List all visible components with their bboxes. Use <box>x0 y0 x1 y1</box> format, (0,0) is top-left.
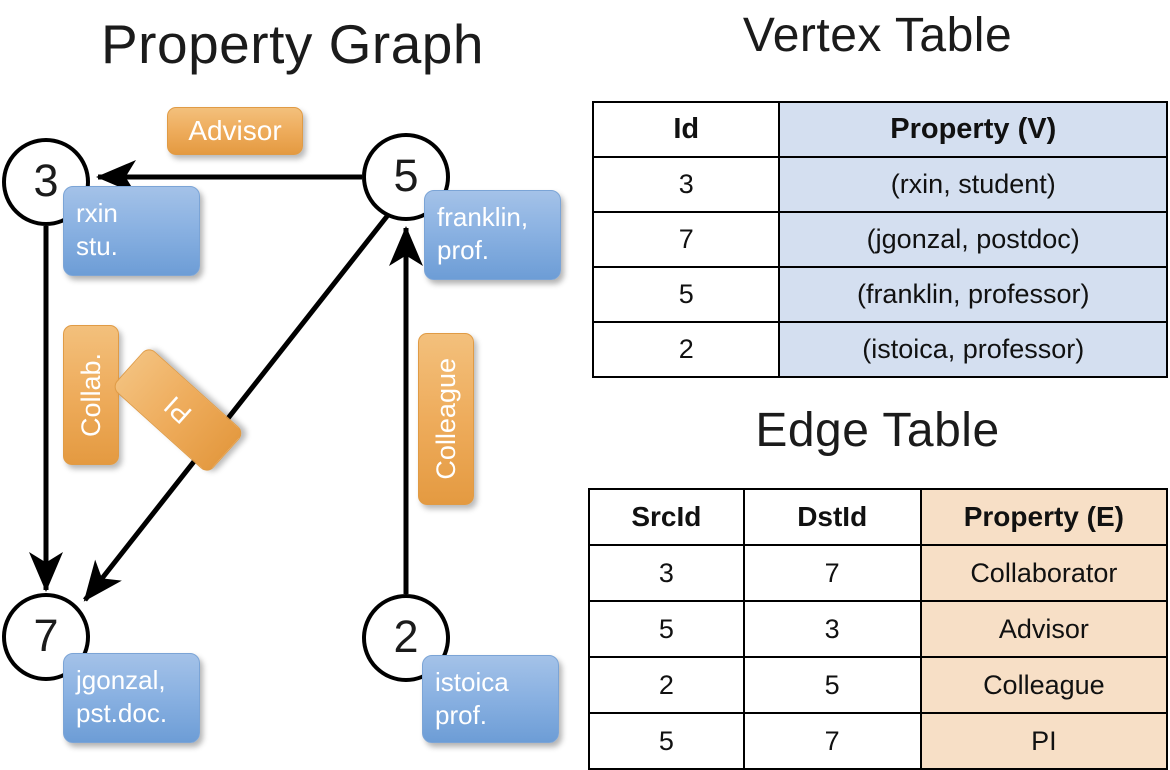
graph-vertex-2[interactable]: 2 <box>362 594 450 682</box>
edge-table: SrcId DstId Property (E) 3 7 Collaborato… <box>588 488 1169 770</box>
edge-label-pi-text: PI <box>158 390 198 431</box>
vertex-table-row[interactable]: 5 (franklin, professor) <box>591 266 1168 323</box>
page-title-property-graph: Property Graph <box>100 13 484 75</box>
vertex-property-box-5: franklin, prof. <box>424 190 561 280</box>
edge-table-cell-dstid: 5 <box>742 656 922 714</box>
edge-table-cell-srcid: 2 <box>588 656 745 714</box>
vertex-table-col-property: Property (V) <box>778 101 1168 158</box>
graph-vertex-5[interactable]: 5 <box>362 133 450 221</box>
vertex-table-row[interactable]: 3 (rxin, student) <box>591 156 1168 213</box>
edge-table-row[interactable]: 2 5 Colleague <box>588 656 1169 714</box>
edge-label-advisor: Advisor <box>167 107 303 155</box>
vertex-table-row[interactable]: 2 (istoica, professor) <box>591 321 1168 378</box>
edge-table-cell-dstid: 7 <box>742 544 922 602</box>
edge-table-col-dstid: DstId <box>742 488 922 546</box>
vertex-table-cell-property: (rxin, student) <box>778 156 1168 213</box>
vertex-table-cell-property: (jgonzal, postdoc) <box>778 211 1168 268</box>
edge-table-row[interactable]: 5 7 PI <box>588 712 1169 770</box>
vertex-table-cell-property: (istoica, professor) <box>778 321 1168 378</box>
edge-label-collab: Collab. <box>63 325 119 465</box>
vertex-table: Id Property (V) 3 (rxin, student) 7 (jgo… <box>591 101 1168 378</box>
edge-table-col-property: Property (E) <box>919 488 1169 546</box>
graph-vertex-3-label: 3 <box>33 154 59 206</box>
vertex-table-header-row: Id Property (V) <box>591 101 1168 158</box>
vertex-table-cell-id: 7 <box>591 211 781 268</box>
vertex-table-col-id: Id <box>591 101 781 158</box>
property-graph-diagram: 3 5 7 2 rxin stu. franklin, prof. jgonza… <box>0 0 585 760</box>
vertex-property-box-3: rxin stu. <box>63 186 200 276</box>
edge-table-cell-property: PI <box>919 712 1169 770</box>
vertex-table-cell-id: 2 <box>591 321 781 378</box>
vertex-property-box-3-name: rxin <box>76 198 118 228</box>
vertex-table-cell-id: 3 <box>591 156 781 213</box>
section-title-vertex-table: Vertex Table <box>742 9 1013 62</box>
edge-table-cell-dstid: 3 <box>742 600 922 658</box>
vertex-property-box-7-name: jgonzal, <box>76 665 166 695</box>
edge-table-cell-srcid: 3 <box>588 544 745 602</box>
edge-table-cell-property: Advisor <box>919 600 1169 658</box>
vertex-property-box-2-name: istoica <box>435 667 509 697</box>
edge-table-cell-property: Colleague <box>919 656 1169 714</box>
edge-table-col-srcid: SrcId <box>588 488 745 546</box>
vertex-property-box-5-name: franklin, <box>437 202 529 232</box>
edge-table-cell-dstid: 7 <box>742 712 922 770</box>
edge-label-colleague: Colleague <box>418 333 474 505</box>
vertex-property-box-7-role: pst.doc. <box>76 697 168 728</box>
edge-label-advisor-text: Advisor <box>188 115 282 146</box>
edge-table-cell-srcid: 5 <box>588 712 745 770</box>
vertex-property-box-2-role: prof. <box>435 699 488 730</box>
graph-vertex-2-label: 2 <box>393 610 419 662</box>
edge-table-row[interactable]: 5 3 Advisor <box>588 600 1169 658</box>
vertex-table-cell-id: 5 <box>591 266 781 323</box>
edge-table-row[interactable]: 3 7 Collaborator <box>588 544 1169 602</box>
graph-edge-arrows <box>29 160 423 602</box>
edge-label-collab-text: Collab. <box>75 352 106 438</box>
section-title-edge-table: Edge Table <box>755 404 1000 457</box>
edge-arrow-5-to-7 <box>83 213 390 602</box>
vertex-property-box-7: jgonzal, pst.doc. <box>63 653 200 743</box>
vertex-property-box-5-role: prof. <box>437 234 490 265</box>
edge-table-cell-property: Collaborator <box>919 544 1169 602</box>
vertex-table-row[interactable]: 7 (jgonzal, postdoc) <box>591 211 1168 268</box>
edge-table-cell-srcid: 5 <box>588 600 745 658</box>
vertex-property-box-2: istoica prof. <box>422 655 559 743</box>
edge-label-colleague-text: Colleague <box>430 358 461 480</box>
vertex-table-cell-property: (franklin, professor) <box>778 266 1168 323</box>
vertex-property-box-3-role: stu. <box>76 230 118 261</box>
graph-vertex-5-label: 5 <box>393 149 419 201</box>
graph-vertex-7-label: 7 <box>33 609 59 661</box>
edge-table-header-row: SrcId DstId Property (E) <box>588 488 1169 546</box>
